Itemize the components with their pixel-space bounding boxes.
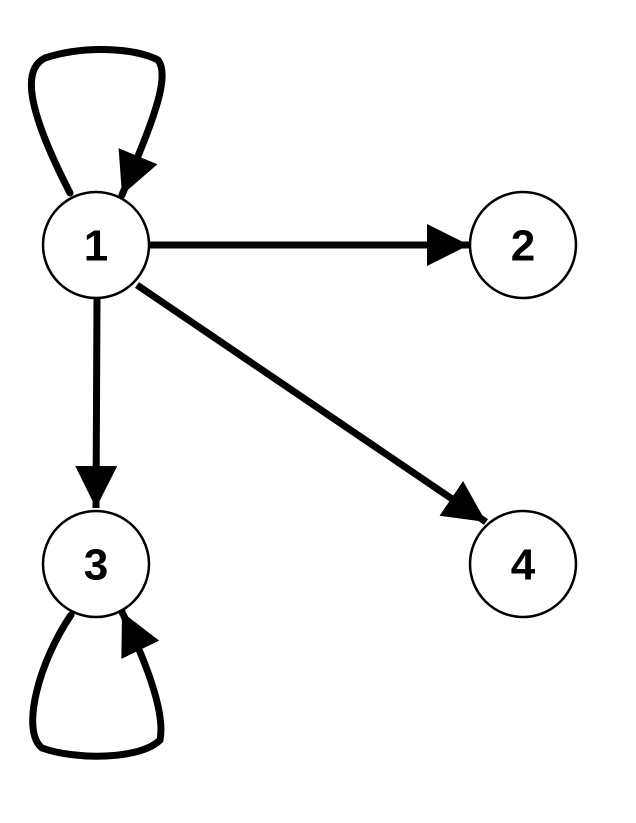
node-1: 1 xyxy=(41,190,151,300)
node-4-label: 4 xyxy=(511,541,536,590)
node-1-circle xyxy=(41,190,151,300)
node-4: 4 xyxy=(468,509,578,619)
node-3-label: 3 xyxy=(84,541,108,590)
node-3-circle xyxy=(41,509,151,619)
node-1-label: 1 xyxy=(84,222,108,271)
node-3: 3 xyxy=(41,509,151,619)
edge-1-to-4 xyxy=(135,282,488,525)
edge-1-to-1-self-loop xyxy=(27,46,166,199)
edge-3-to-3-self-loop xyxy=(29,608,165,760)
node-2-label: 2 xyxy=(511,222,535,271)
node-2: 2 xyxy=(468,190,578,300)
node-4-circle xyxy=(468,509,578,619)
edge-1-to-3 xyxy=(75,297,118,509)
node-2-circle xyxy=(468,190,578,300)
